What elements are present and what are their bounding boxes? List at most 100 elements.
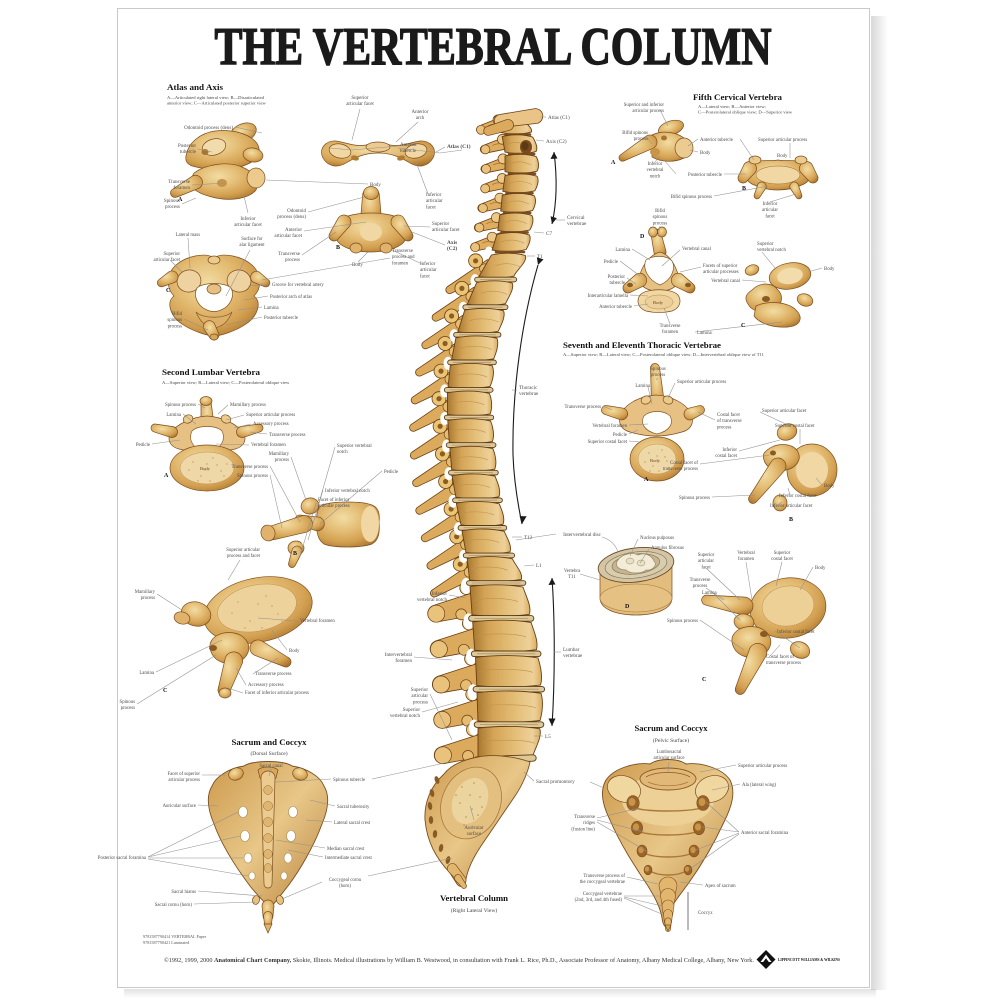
svg-text:Superior costal facet: Superior costal facet (775, 424, 815, 429)
svg-text:Transverse process: Transverse process (232, 465, 269, 470)
svg-text:Superior: Superior (698, 553, 715, 558)
svg-text:(C2): (C2) (447, 245, 457, 252)
svg-text:A—Superior view; B—Lateral vie: A—Superior view; B—Lateral view; C—Poste… (162, 380, 290, 385)
svg-text:process (dens): process (dens) (277, 215, 306, 220)
svg-text:Nucleus pulposus: Nucleus pulposus (640, 536, 674, 541)
svg-text:Superior articular facet: Superior articular facet (762, 409, 807, 414)
svg-text:Inferior: Inferior (240, 217, 256, 222)
svg-text:Superior: Superior (351, 96, 369, 101)
svg-text:alar ligament: alar ligament (239, 243, 265, 248)
svg-text:articular facet: articular facet (274, 234, 302, 239)
svg-text:foramen: foramen (392, 261, 409, 266)
svg-text:Intermediate sacral crest: Intermediate sacral crest (325, 856, 373, 861)
svg-text:Bifid: Bifid (655, 209, 665, 214)
svg-text:spinous: spinous (653, 215, 668, 220)
svg-text:Spinous process: Spinous process (237, 474, 268, 479)
svg-text:of transverse: of transverse (717, 419, 742, 424)
svg-text:foramen: foramen (738, 557, 755, 562)
svg-text:Median sacral crest: Median sacral crest (327, 847, 365, 852)
svg-text:vertebral notch: vertebral notch (757, 248, 787, 253)
svg-text:A—Lateral view; B—Anterior vie: A—Lateral view; B—Anterior view; (698, 104, 766, 109)
svg-text:Surface for: Surface for (241, 237, 263, 242)
svg-text:arch: arch (416, 116, 425, 121)
svg-text:process: process (141, 596, 156, 601)
svg-text:Atlas (C1): Atlas (C1) (447, 143, 471, 150)
svg-text:articular facet: articular facet (432, 228, 460, 233)
svg-text:Body: Body (777, 154, 788, 159)
svg-text:Facet of inferior: Facet of inferior (318, 498, 350, 503)
svg-text:Lamina: Lamina (615, 248, 631, 253)
svg-text:articular facet: articular facet (346, 102, 374, 107)
svg-text:Inferior costal facet: Inferior costal facet (779, 494, 817, 499)
svg-text:Body: Body (352, 263, 363, 268)
svg-text:process and facet: process and facet (227, 554, 261, 559)
svg-text:Vertebral: Vertebral (737, 551, 755, 556)
svg-text:Posterior arch of atlas: Posterior arch of atlas (270, 295, 312, 300)
svg-text:foramen: foramen (395, 659, 412, 664)
svg-text:Transverse: Transverse (660, 324, 681, 329)
svg-text:ridges: ridges (583, 821, 595, 826)
svg-text:Inferior costal facet: Inferior costal facet (777, 630, 815, 635)
svg-text:B: B (789, 517, 793, 523)
svg-text:notch: notch (650, 174, 661, 179)
svg-text:Inferior: Inferior (426, 193, 442, 198)
svg-text:Auricular surface: Auricular surface (163, 804, 196, 809)
svg-text:Sacrum and Coccyx: Sacrum and Coccyx (232, 738, 308, 747)
svg-text:B: B (742, 186, 746, 192)
svg-text:C7: C7 (546, 231, 552, 237)
svg-text:articular surface: articular surface (653, 756, 684, 761)
svg-text:Pedicle: Pedicle (136, 443, 150, 448)
svg-text:Facet of inferior articular pr: Facet of inferior articular process (245, 691, 309, 696)
svg-text:facet: facet (426, 205, 436, 210)
svg-text:spinous: spinous (167, 318, 182, 323)
svg-text:vertebrae: vertebrae (519, 391, 539, 397)
svg-text:the coccygeal vertebrae: the coccygeal vertebrae (580, 880, 625, 885)
svg-text:process and: process and (392, 255, 415, 260)
svg-text:Lamina: Lamina (264, 306, 280, 311)
svg-text:tubercle: tubercle (180, 150, 197, 155)
svg-text:Body: Body (650, 458, 661, 463)
svg-text:Spinous process: Spinous process (679, 496, 710, 501)
svg-text:A: A (644, 477, 649, 483)
svg-text:Sacral tuberosity: Sacral tuberosity (337, 805, 370, 810)
svg-text:Lamina: Lamina (139, 671, 155, 676)
svg-text:Posterior tubercle: Posterior tubercle (688, 173, 722, 178)
svg-text:Body: Body (815, 566, 826, 571)
svg-text:Intervertebral disc: Intervertebral disc (563, 532, 602, 538)
svg-text:articular facet: articular facet (154, 258, 181, 263)
svg-text:Coccygeal vertebrae: Coccygeal vertebrae (583, 892, 622, 897)
svg-text:articular: articular (426, 199, 443, 204)
svg-text:process: process (275, 458, 290, 463)
svg-text:process: process (168, 324, 183, 329)
svg-text:process: process (121, 706, 136, 711)
svg-text:Superior: Superior (774, 551, 791, 556)
svg-text:Body: Body (700, 151, 711, 156)
svg-text:facet: facet (765, 214, 775, 219)
svg-text:A—Articulated right lateral vi: A—Articulated right lateral view; B—Disa… (167, 95, 265, 100)
svg-text:process: process (717, 425, 732, 430)
svg-text:vertebrae: vertebrae (563, 653, 583, 659)
svg-text:facet: facet (420, 274, 430, 279)
svg-text:Fifth Cervical Vertebra: Fifth Cervical Vertebra (693, 92, 783, 102)
svg-text:Lateral mass: Lateral mass (176, 233, 201, 238)
svg-text:vertebrae: vertebrae (567, 221, 587, 227)
svg-text:Second Lumbar Vertebra: Second Lumbar Vertebra (162, 367, 261, 377)
svg-text:Sacral canal: Sacral canal (259, 764, 283, 769)
svg-text:©1992, 1999, 2000 Anatomical C: ©1992, 1999, 2000 Anatomical Chart Compa… (164, 957, 755, 964)
svg-text:tubercle: tubercle (610, 281, 625, 286)
svg-text:D: D (640, 234, 645, 240)
svg-text:Intervertebral: Intervertebral (385, 653, 413, 658)
svg-text:Costal facet: Costal facet (717, 413, 740, 418)
svg-text:Transverse: Transverse (278, 252, 301, 257)
svg-text:Vertebral Column: Vertebral Column (440, 894, 508, 903)
svg-text:Anterior sacral foramina: Anterior sacral foramina (741, 831, 789, 836)
svg-text:Atlas and Axis: Atlas and Axis (167, 82, 224, 92)
svg-text:Bifid: Bifid (172, 312, 182, 317)
svg-text:Spinous: Spinous (164, 199, 180, 204)
svg-text:C—Posterolateral oblique view;: C—Posterolateral oblique view; D—Superio… (698, 110, 793, 115)
svg-text:Vertebral foramen: Vertebral foramen (300, 619, 335, 624)
svg-text:C: C (702, 677, 706, 683)
svg-text:Spinous process: Spinous process (667, 619, 698, 624)
svg-text:Odontoid process (dens): Odontoid process (dens) (184, 126, 233, 131)
svg-text:articular process: articular process (168, 778, 200, 783)
